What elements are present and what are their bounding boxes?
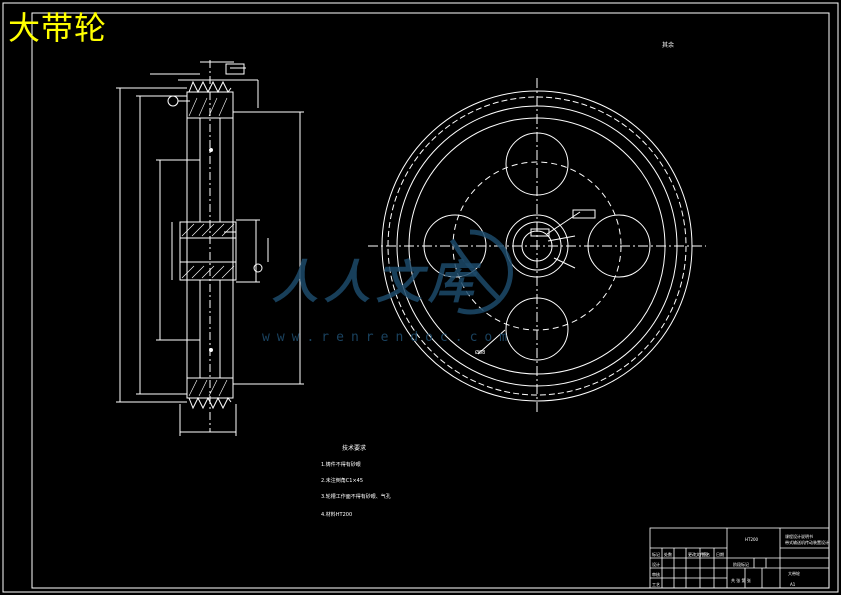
watermark-url: www.renrendoc.com <box>262 330 515 345</box>
svg-text:共 张 第 张: 共 张 第 张 <box>731 577 751 583</box>
svg-text:3.轮槽工作面不得有砂眼、气孔: 3.轮槽工作面不得有砂眼、气孔 <box>321 493 391 500</box>
watermark-brand: 人人文库 <box>272 255 480 309</box>
svg-text:A1: A1 <box>790 582 796 587</box>
title-block: HT200 课程设计说明书 带式输送机传动装置设计 大带轮 阶段标记 共 张 第… <box>649 527 830 589</box>
section-view <box>116 60 304 436</box>
svg-text:工艺: 工艺 <box>652 582 660 587</box>
svg-text:技术要求: 技术要求 <box>342 444 366 452</box>
svg-text:设计: 设计 <box>652 561 660 567</box>
technical-notes: 技术要求 1.铸件不得有砂眼 2.未注倒角C1×45 3.轮槽工作面不得有砂眼、… <box>321 444 391 518</box>
svg-text:带式输送机传动装置设计: 带式输送机传动装置设计 <box>785 539 829 545</box>
svg-text:标记: 标记 <box>652 551 660 557</box>
drawing-title: 大带轮 <box>8 9 108 47</box>
svg-text:签名: 签名 <box>702 551 710 557</box>
svg-text:其余: 其余 <box>662 41 674 49</box>
watermark-emblem <box>449 229 513 315</box>
svg-text:大带轮: 大带轮 <box>788 570 800 576</box>
svg-text:4.材料HT200: 4.材料HT200 <box>321 511 352 518</box>
svg-text:更改文件号: 更改文件号 <box>688 551 708 557</box>
svg-text:处数: 处数 <box>664 551 672 557</box>
svg-text:Ø68: Ø68 <box>475 349 485 356</box>
svg-text:审核: 审核 <box>652 571 660 577</box>
svg-text:HT200: HT200 <box>745 537 759 542</box>
svg-text:2.未注倒角C1×45: 2.未注倒角C1×45 <box>321 477 363 484</box>
inner-border <box>31 12 830 589</box>
svg-text:1.铸件不得有砂眼: 1.铸件不得有砂眼 <box>321 461 361 468</box>
front-view: Ø68 其余 <box>368 41 706 414</box>
svg-text:课程设计说明书: 课程设计说明书 <box>785 533 813 539</box>
svg-text:阶段标记: 阶段标记 <box>733 561 749 567</box>
svg-text:日期: 日期 <box>716 551 724 557</box>
